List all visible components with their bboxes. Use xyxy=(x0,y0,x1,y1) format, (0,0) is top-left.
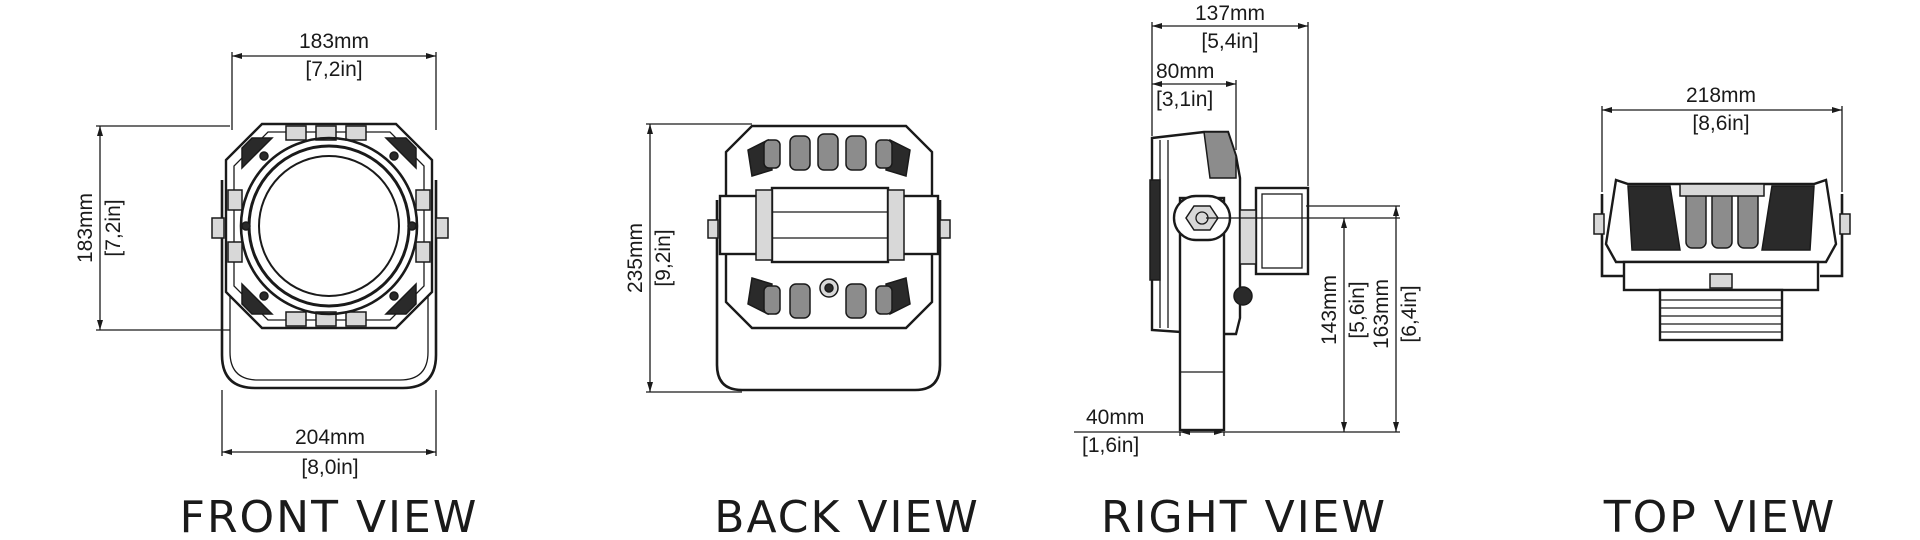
dim-right-bracket: 40mm [1,6in] xyxy=(1074,406,1225,457)
back-driver-box xyxy=(770,186,890,264)
dim-front-height-mm: 183mm xyxy=(74,193,97,263)
dim-right-depth-total: 137mm [5,4in] xyxy=(1151,2,1309,186)
dim-right-depth-body: 80mm [3,1in] xyxy=(1152,60,1237,150)
dim-front-bracket: 204mm [8,0in] xyxy=(221,390,437,479)
dim-top-width-in: [8,6in] xyxy=(1692,112,1749,135)
dim-right-163-mm: 163mm xyxy=(1370,279,1393,349)
top-view xyxy=(1593,178,1851,342)
right-view-title: RIGHT VIEW xyxy=(1101,492,1387,540)
front-bracket-inner xyxy=(229,180,429,381)
dim-back-height: 235mm [9,2in] xyxy=(624,123,752,393)
front-fins xyxy=(227,125,431,327)
dim-top-width: 218mm [8,6in] xyxy=(1601,84,1843,192)
front-lens xyxy=(258,155,400,297)
dim-front-bracket-mm: 204mm xyxy=(295,426,365,449)
front-knob-left xyxy=(211,217,225,239)
dim-front-bracket-in: [8,0in] xyxy=(301,456,358,479)
dim-front-width-mm: 183mm xyxy=(299,30,369,53)
dim-back-height-mm: 235mm xyxy=(624,223,647,293)
dim-right-bracket-mm: 40mm xyxy=(1086,406,1144,429)
dim-right-depth-total-mm: 137mm xyxy=(1195,2,1265,25)
dim-right-143-in: [5,6in] xyxy=(1346,281,1369,338)
front-knob-right xyxy=(435,217,449,239)
front-bracket xyxy=(220,180,438,390)
dim-right-163-in: [6,4in] xyxy=(1398,285,1421,342)
dim-front-width-in: [7,2in] xyxy=(305,58,362,81)
top-view-title: TOP VIEW xyxy=(1603,492,1836,540)
front-housing xyxy=(224,122,434,330)
front-view xyxy=(211,122,449,390)
dim-back-height-in: [9,2in] xyxy=(652,229,675,286)
back-view-title: BACK VIEW xyxy=(714,492,979,540)
dim-right-143-mm: 143mm xyxy=(1318,275,1341,345)
dim-right-heights: 143mm [5,6in] 163mm [6,4in] xyxy=(1206,205,1421,433)
dim-front-width: 183mm [7,2in] xyxy=(231,30,437,130)
dim-right-depth-body-in: [3,1in] xyxy=(1156,88,1213,111)
back-bracket xyxy=(715,200,942,392)
dim-top-width-mm: 218mm xyxy=(1686,84,1756,107)
front-view-title: FRONT VIEW xyxy=(180,492,479,540)
front-lens-ring-outer xyxy=(239,136,419,316)
dim-right-bracket-in: [1,6in] xyxy=(1082,434,1139,457)
dim-front-height: 183mm [7,2in] xyxy=(74,125,230,331)
dim-right-depth-total-in: [5,4in] xyxy=(1201,30,1258,53)
right-driver-box xyxy=(1254,186,1310,276)
back-view xyxy=(707,124,951,392)
dim-right-depth-body-mm: 80mm xyxy=(1156,60,1214,83)
right-view xyxy=(1149,130,1310,432)
dim-front-height-in: [7,2in] xyxy=(102,199,125,256)
back-fins xyxy=(747,133,911,319)
